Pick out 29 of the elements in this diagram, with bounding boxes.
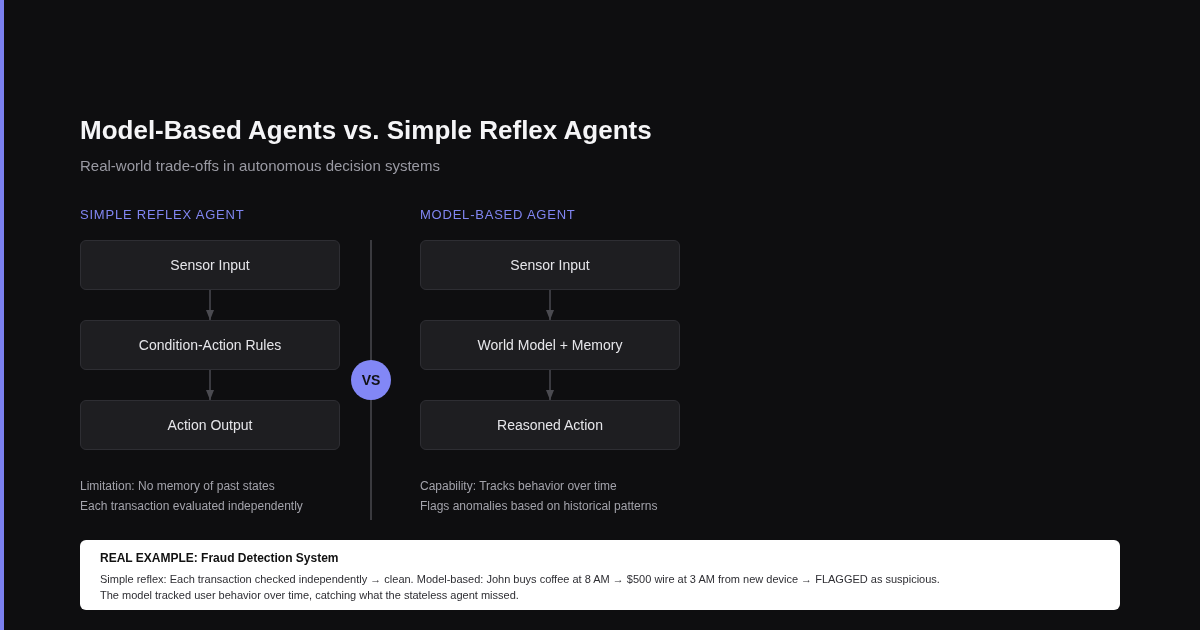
example-card	[80, 540, 1120, 610]
process-box	[80, 320, 340, 370]
box-label: Sensor Input	[170, 256, 250, 274]
box-label: Reasoned Action	[497, 416, 603, 434]
arrow	[546, 369, 554, 401]
box-label: Sensor Input	[510, 256, 590, 274]
arrow	[206, 369, 214, 401]
circle-label: VS	[361, 373, 381, 387]
example-text: Simple reflex: Each transaction checked independently → clean. Model-based: John buys coffee at 8 AM → $500 wire at 3 AM from new device → FLAGGED as suspicious.	[100, 572, 940, 587]
note-text: Limitation: No memory of past states	[80, 478, 275, 495]
note-text: Flags anomalies based on historical patterns	[420, 498, 658, 515]
title: Model-Based Agents vs. Simple Reflex Agents	[80, 114, 652, 147]
box-label: Condition-Action Rules	[138, 336, 282, 354]
arrow	[206, 289, 214, 321]
section-heading: MODEL-BASED AGENT	[420, 206, 576, 224]
arrow	[546, 289, 554, 321]
subtitle: Real-world trade-offs in autonomous decision systems	[80, 156, 440, 176]
example-text: The model tracked user behavior over time, catching what the stateless agent missed.	[100, 588, 519, 603]
process-box	[80, 240, 340, 290]
process-box	[420, 400, 680, 450]
example-heading: REAL EXAMPLE: Fraud Detection System	[100, 550, 339, 566]
box-label: World Model + Memory	[477, 336, 623, 354]
box-label: Action Output	[167, 416, 253, 434]
note-text: Each transaction evaluated independently	[80, 498, 303, 515]
section-heading: SIMPLE REFLEX AGENT	[80, 206, 245, 224]
process-box	[80, 400, 340, 450]
process-box	[420, 320, 680, 370]
note-text: Capability: Tracks behavior over time	[420, 478, 617, 495]
process-box	[420, 240, 680, 290]
